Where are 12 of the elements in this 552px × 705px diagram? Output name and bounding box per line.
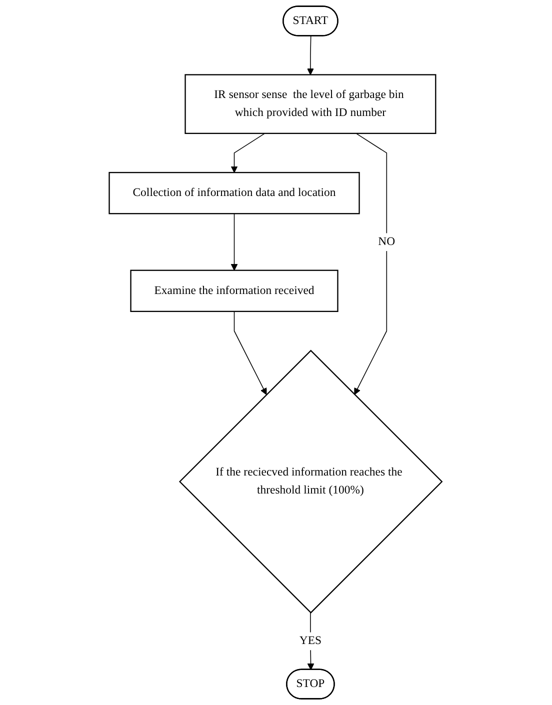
arrow xyxy=(231,213,238,271)
arrow xyxy=(307,36,314,76)
edge-label: NO xyxy=(378,236,396,248)
arrow xyxy=(308,612,315,670)
node-diamond: If the reciecved information reaches the threshold limit (100%) xyxy=(179,350,444,614)
arrow xyxy=(231,133,266,173)
node-box: Examine the information received xyxy=(130,270,339,312)
node-box: IR sensor sense the level of garbage bin which provided with ID number xyxy=(185,74,437,134)
node-box: Collection of information data and location xyxy=(109,172,360,214)
arrow xyxy=(354,133,388,395)
arrow xyxy=(234,311,268,395)
edge-label: YES xyxy=(300,634,322,648)
